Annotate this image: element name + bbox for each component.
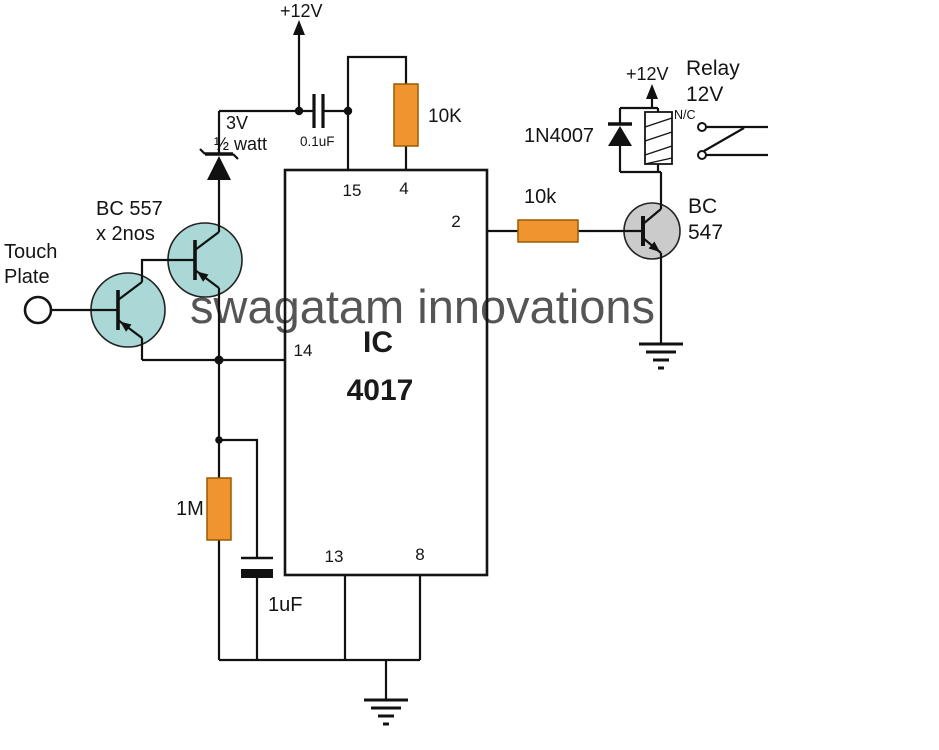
ic-pin2-label: 2 [451,212,460,231]
supply-arrow-relay [646,84,658,99]
coil-hatch [644,157,673,165]
coil-hatch [644,117,673,128]
zener-tail [232,153,239,160]
timing-cap-bottom-plate [241,569,273,578]
relay-and-touch [23,111,707,325]
supply-top-label: +12V [280,1,323,21]
circuit-wires [51,34,768,700]
resistor-10k-base [517,219,579,243]
coil-hatch [644,131,673,142]
watermark-text: swagatam innovations [190,280,655,333]
touch-label-line1: Touch [4,241,57,263]
ic-name-label: IC [363,326,393,359]
relay-coil [644,111,673,165]
npn-emitter-arrow [648,241,660,252]
resistor-1m [206,477,232,541]
filled-marks [120,20,660,578]
ground-symbol-emitter [639,342,683,370]
pnp1-collector-lead [117,281,143,301]
supply-arrow-top [293,20,305,35]
input-cap-label: 0.1uF [300,134,335,149]
pnp2-emitter-arrow [197,271,209,282]
junction-dot [343,106,353,116]
relay-label-line1: Relay [686,57,740,80]
relay-label-line2: 12V [686,83,723,106]
junction-dot [214,355,224,365]
npn-collector-lead [642,208,662,225]
npn-label-line2: 547 [688,221,723,244]
zener-voltage-label: 3V [226,113,248,133]
coil-hatch [644,145,673,156]
ic-pin14-label: 14 [294,341,313,360]
pnp1-emitter-arrow [120,321,132,332]
zener-wattage-label: ½ watt [214,134,267,154]
ic-pin4-label: 4 [399,179,408,198]
component-strokes [199,94,683,726]
relay-contact-terminal [697,122,707,132]
junction-dot [215,436,223,444]
pnp2-collector-lead [194,231,220,251]
resistors [206,83,579,541]
pnp-count-label: x 2nos [96,223,155,245]
junction-dot [294,106,304,116]
touch-label-line2: Plate [4,266,50,288]
resistor-10k-supply [393,83,419,147]
base-resistor-label: 10k [524,186,557,208]
relay-contact-terminal [697,150,707,160]
ic-pin13-label: 13 [325,547,344,566]
bias-resistor-label: 1M [176,498,204,520]
zener-tail [199,148,206,155]
ic-4017-body [283,168,489,577]
supply-resistor-label: 10K [428,106,462,127]
ic-pin15-label: 15 [343,181,362,200]
flyback-diode-label: 1N4007 [524,125,594,147]
ground-symbol-main [364,698,408,726]
pnp-type-label: BC 557 [96,198,163,220]
zener-diode-triangle [207,156,231,180]
supply-relay-label: +12V [626,64,669,84]
ic-pin8-label: 8 [415,545,424,564]
timing-cap-label: 1uF [268,594,302,616]
ic-part-label: 4017 [347,374,414,407]
touch-plate-terminal [23,295,53,325]
npn-label-line1: BC [688,195,717,218]
relay-nc-label: N/C [674,108,696,122]
flyback-diode-triangle [608,126,632,146]
